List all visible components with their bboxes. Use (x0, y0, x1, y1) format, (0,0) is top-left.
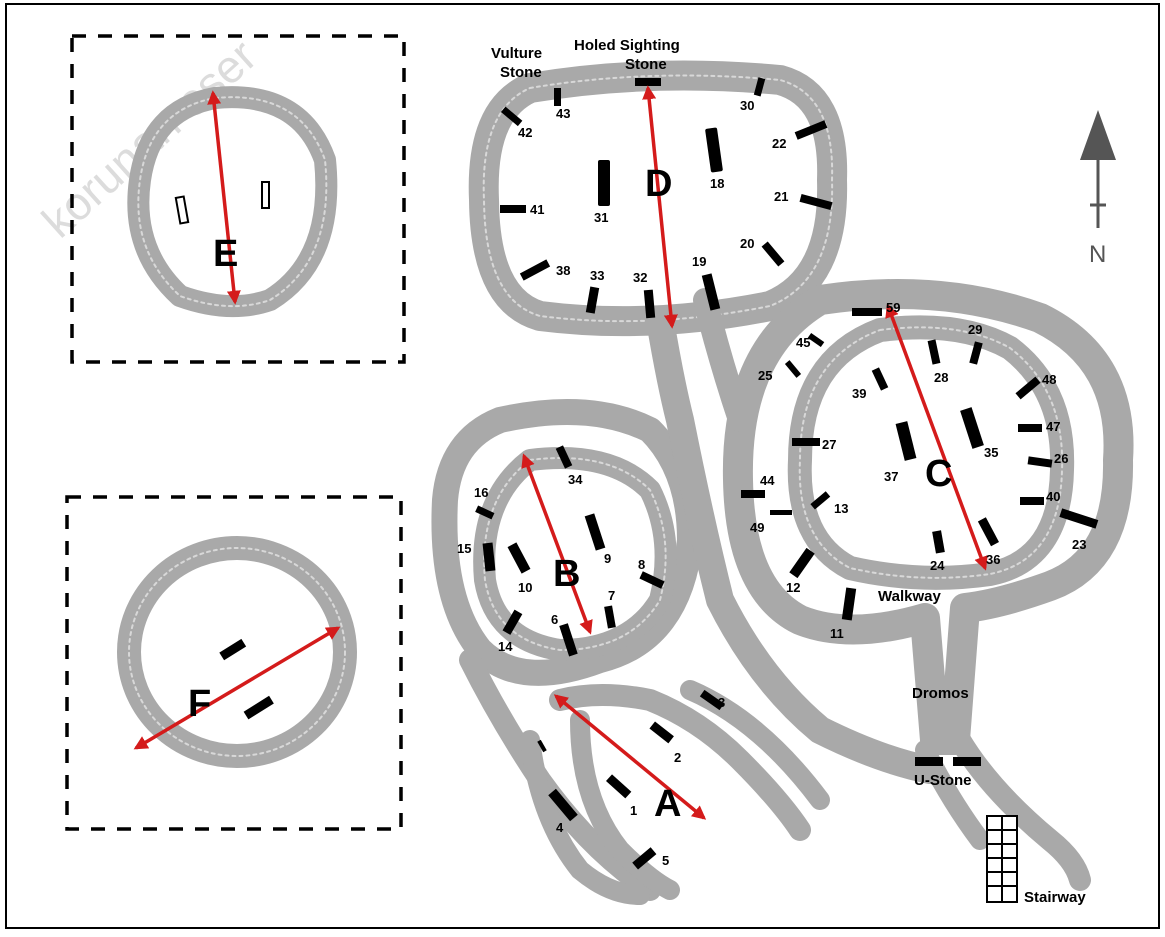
axis-arrow-d (642, 85, 678, 329)
pillar-number: 24 (930, 558, 945, 573)
vulture-stone-label-1: Vulture (491, 45, 542, 62)
pillar-number: 32 (633, 270, 647, 285)
pillar-number: 16 (474, 485, 488, 500)
enclosure-label-f: F (188, 683, 211, 725)
enclosure-label-e: E (213, 233, 238, 275)
holed-stone-label-1: Holed Sighting (574, 37, 680, 54)
pillar-number: 18 (710, 176, 724, 191)
pillar-number: 35 (984, 445, 998, 460)
enclosure-label-c: C (925, 453, 952, 495)
pillar-number: 59 (886, 300, 900, 315)
pillar-number: 14 (498, 639, 513, 654)
holed-stone-label-2: Stone (625, 56, 667, 73)
walkway-label: Walkway (878, 588, 941, 605)
pillar-number: 22 (772, 136, 786, 151)
enclosure-label-b: B (553, 553, 580, 595)
pillar-number: 43 (556, 106, 570, 121)
pillar-number: 9 (604, 551, 611, 566)
north-arrow-icon (1080, 110, 1116, 160)
pillar-number: 19 (692, 254, 706, 269)
pillar-number: 8 (638, 557, 645, 572)
axis-arrow-e (207, 90, 241, 305)
axis-arrow-b (521, 453, 593, 635)
pillar-number: 47 (1046, 419, 1060, 434)
map-frame (5, 3, 1160, 929)
pillar-number: 12 (786, 580, 800, 595)
stairway-grid (986, 815, 1018, 903)
feature-labels: Vulture Stone Holed Sighting Stone Walkw… (491, 37, 1086, 906)
enclosure-f-box (65, 495, 403, 831)
north-arrow: N (1080, 110, 1116, 268)
north-label: N (1089, 241, 1106, 268)
pillar-number: 37 (884, 469, 898, 484)
pillar-number: 23 (1072, 537, 1086, 552)
pillar-number: 44 (760, 473, 775, 488)
enclosure-label-a: A (654, 783, 681, 825)
pillar-number: 25 (758, 368, 772, 383)
pillar-number: 6 (551, 612, 558, 627)
dromos-label: Dromos (912, 685, 969, 702)
axis-arrow-f (133, 626, 341, 750)
pillar-number: 42 (518, 125, 532, 140)
axis-arrow-a (553, 694, 707, 820)
pillar-number: 4 (556, 820, 564, 835)
pillar-numbers: 1 2 3 4 5 6 7 8 9 10 11 12 13 14 15 16 1… (457, 98, 1086, 868)
pillar-number: 40 (1046, 489, 1060, 504)
pillar-number: 15 (457, 541, 471, 556)
stairway-label: Stairway (1024, 889, 1086, 906)
pillar-number: 11 (830, 626, 844, 641)
pillar-number: 20 (740, 236, 754, 251)
pillar-number: 1 (630, 803, 637, 818)
pillar-number: 36 (986, 552, 1000, 567)
pillar-number: 26 (1054, 451, 1068, 466)
pillar-number: 7 (608, 588, 615, 603)
pillar-number: 28 (934, 370, 948, 385)
enclosure-labels: A B C D E F (188, 163, 952, 825)
vulture-stone-label-2: Stone (500, 64, 542, 81)
pillar-number: 41 (530, 202, 544, 217)
enclosure-e-box (70, 34, 406, 364)
pillar-number: 33 (590, 268, 604, 283)
pillar-number: 48 (1042, 372, 1056, 387)
pillar-number: 10 (518, 580, 532, 595)
pillar-number: 27 (822, 437, 836, 452)
pillar-number: 5 (662, 853, 669, 868)
u-stone-label: U-Stone (914, 772, 972, 789)
pillar-number: 3 (718, 695, 725, 710)
pillar-number: 30 (740, 98, 754, 113)
pillar-number: 13 (834, 501, 848, 516)
enclosure-label-d: D (645, 163, 672, 205)
pillar-number: 29 (968, 322, 982, 337)
pillar-number: 2 (674, 750, 681, 765)
pillar-number: 45 (796, 335, 810, 350)
axis-arrows (133, 85, 988, 820)
pillar-number: 21 (774, 189, 788, 204)
pillar-number: 38 (556, 263, 570, 278)
pillar-number: 34 (568, 472, 583, 487)
pillar-number: 49 (750, 520, 764, 535)
pillar-number: 31 (594, 210, 608, 225)
pillar-number: 39 (852, 386, 866, 401)
axis-arrow-c (885, 303, 988, 571)
